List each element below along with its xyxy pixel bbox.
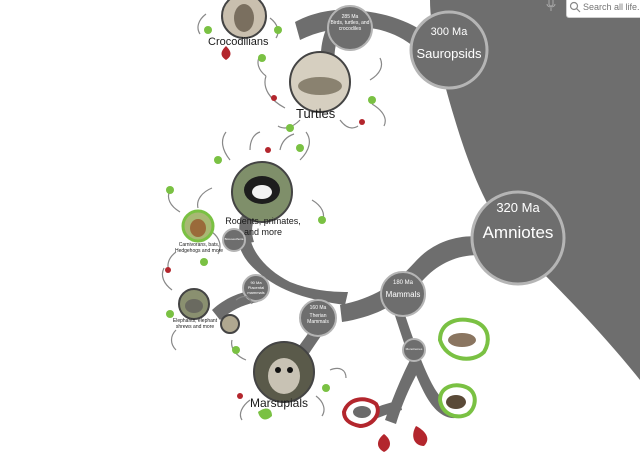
leaf[interactable] xyxy=(322,384,330,392)
leaf[interactable] xyxy=(237,393,243,399)
cluster-turtles xyxy=(257,55,386,129)
cluster-rodents xyxy=(197,131,325,223)
node-amniotes-name: Amniotes xyxy=(482,223,554,242)
leaf[interactable] xyxy=(368,96,376,104)
node-mammals-name: Mammals xyxy=(385,290,421,299)
leaf[interactable] xyxy=(214,156,222,164)
node-placental[interactable] xyxy=(242,274,270,302)
node-monotremes[interactable] xyxy=(402,338,426,362)
clade-label-elephants[interactable]: Elephants, elephant shrews and more xyxy=(172,318,218,330)
leaf[interactable] xyxy=(286,124,294,132)
clade-label-top-small[interactable]: Crocodiles xyxy=(280,0,299,5)
leaf[interactable] xyxy=(258,54,266,62)
node-boreoeutheria[interactable] xyxy=(222,228,246,252)
leaf[interactable] xyxy=(200,258,208,266)
leaf-teardrop[interactable] xyxy=(221,46,231,60)
node-placental-name: Placental mammals xyxy=(247,285,265,295)
node-monotremes-name: Monotremes xyxy=(405,347,423,351)
node-mammals[interactable] xyxy=(380,271,426,317)
leaf[interactable] xyxy=(271,95,277,101)
echidna-image xyxy=(446,395,466,409)
leaf[interactable] xyxy=(274,26,282,34)
node-btc-label: 285 Ma Birds, turtles, and crocodiles xyxy=(330,14,370,32)
node-placental-date: 90 Ma xyxy=(250,280,262,285)
clade-label-marsupials[interactable]: Marsupials xyxy=(250,396,309,410)
clade-label-carnivorans[interactable]: Carnivorans, bats, Hedgehogs and more xyxy=(174,242,224,254)
node-therian-date: 160 Ma xyxy=(309,305,327,311)
node-mammals-date: 180 Ma xyxy=(392,280,413,286)
leaf[interactable] xyxy=(204,26,212,34)
node-therian-name: Therian Mammals xyxy=(307,313,329,325)
node-boreoeutheria-label: Boreoeutheria xyxy=(223,237,245,241)
leaves xyxy=(165,26,428,452)
leaf[interactable] xyxy=(318,216,326,224)
node-btc-date: 285 Ma xyxy=(341,14,359,20)
leaf-teardrop[interactable] xyxy=(258,408,272,420)
node-circles xyxy=(222,5,566,362)
node-sauropsids-name: Sauropsids xyxy=(416,46,482,61)
node-sauropsids[interactable] xyxy=(409,10,489,90)
node-therian-label: 160 Ma Therian Mammals xyxy=(300,305,336,325)
node-amniotes-date: 320 Ma xyxy=(496,200,540,215)
leaf[interactable] xyxy=(166,310,174,318)
search-input[interactable] xyxy=(581,0,640,16)
photo-elephant-shrew[interactable] xyxy=(220,314,240,334)
cluster-elephants xyxy=(161,267,253,351)
clade-label-turtles[interactable]: Turtles xyxy=(296,106,336,121)
node-boreoeutheria-name: Boreoeutheria xyxy=(224,237,244,241)
node-therian[interactable] xyxy=(299,299,337,337)
clade-photos xyxy=(178,0,351,403)
leaf[interactable] xyxy=(359,119,365,125)
branch-monotreme-sub xyxy=(385,360,420,424)
clade-label-crocodilians[interactable]: Crocodilians xyxy=(208,36,269,48)
marsupial-red-image xyxy=(353,406,371,418)
platypus-image xyxy=(448,333,476,347)
node-mammals-label: 180 Ma Mammals xyxy=(381,280,425,299)
node-sauropsids-date: 300 Ma xyxy=(430,26,468,38)
node-sauropsids-label: 300 Ma Sauropsids xyxy=(411,26,487,61)
monotreme-leaves xyxy=(341,317,490,429)
node-birds-turtles-croc[interactable] xyxy=(327,5,373,51)
leaf[interactable] xyxy=(265,147,271,153)
leaf-teardrop[interactable] xyxy=(378,434,390,452)
leaf[interactable] xyxy=(166,186,174,194)
leaf-teardrop[interactable] xyxy=(413,426,428,446)
node-amniotes-label: 320 Ma Amniotes xyxy=(472,200,564,243)
node-placental-label: 90 Ma Placental mammals xyxy=(243,280,269,295)
node-monotremes-label: Monotremes xyxy=(403,347,425,351)
leaf[interactable] xyxy=(165,267,171,273)
clade-label-rodents[interactable]: Rodents, primates, and more xyxy=(225,216,301,237)
search-box[interactable] xyxy=(566,0,640,18)
node-amniotes[interactable] xyxy=(470,190,566,286)
branch-amniotes-trunk xyxy=(430,0,640,380)
microphone-icon[interactable] xyxy=(544,0,558,13)
branch-therian xyxy=(238,238,348,305)
node-btc-name: Birds, turtles, and crocodiles xyxy=(330,20,370,32)
leaf[interactable] xyxy=(232,346,240,354)
leaf[interactable] xyxy=(296,144,304,152)
magnifier-icon xyxy=(569,1,581,13)
